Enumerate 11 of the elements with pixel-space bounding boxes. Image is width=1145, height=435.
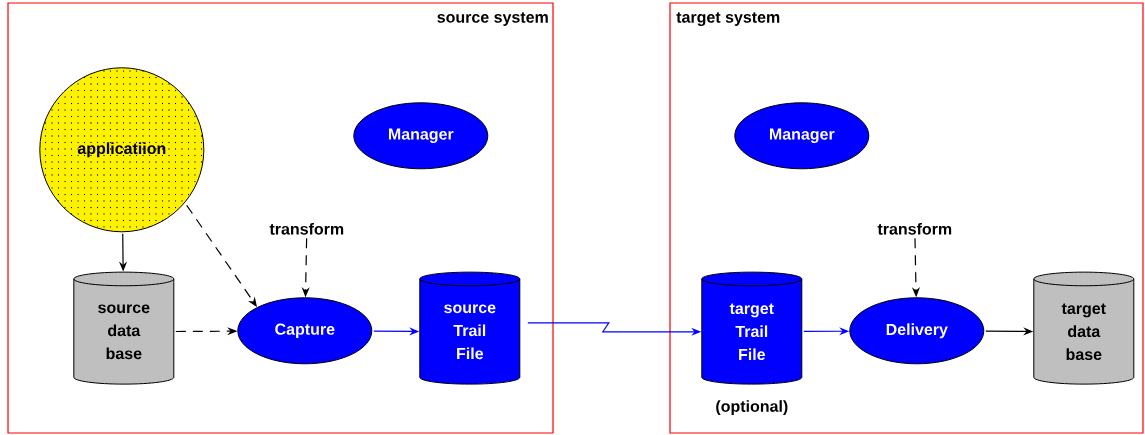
trail-file-cylinder: target Trail File [701, 271, 803, 385]
transform-label: transform [877, 222, 952, 235]
system-frame [7, 2, 554, 434]
database-cylinder: target data base [1033, 271, 1135, 385]
database-cylinder: source data base [73, 271, 175, 385]
frame-title: source system [437, 12, 548, 26]
transform-label: transform [269, 222, 344, 235]
note-label: (optional) [716, 400, 788, 416]
system-frame [669, 2, 1144, 434]
trail-file-cylinder: source Trail File [419, 271, 521, 385]
frame-title: target system [676, 12, 780, 26]
